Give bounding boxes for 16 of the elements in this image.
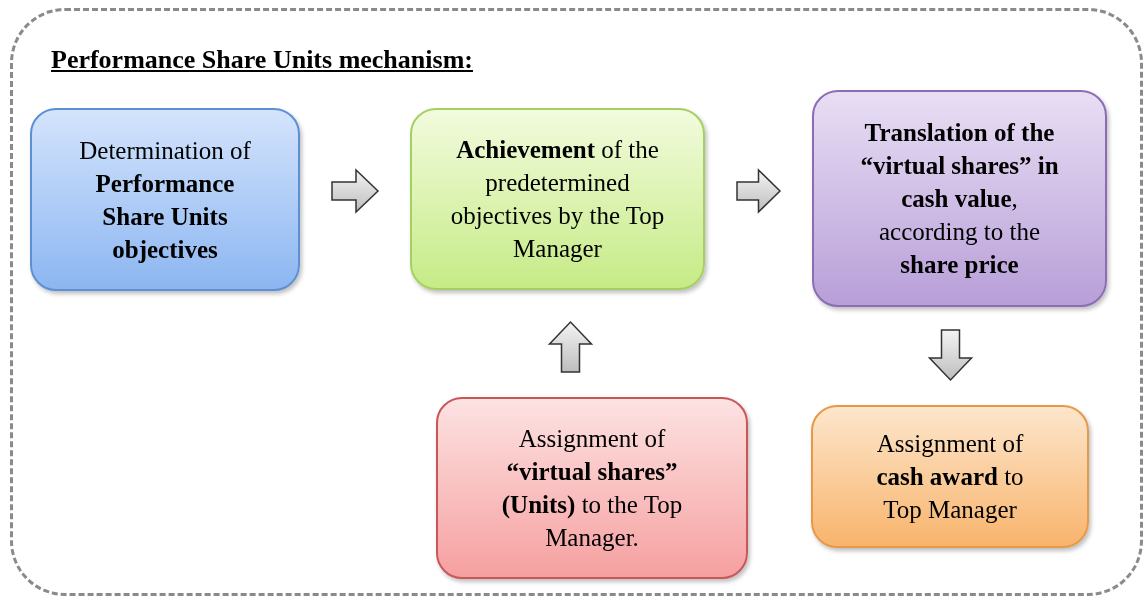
block-arrow — [547, 320, 594, 373]
box-text: Assignment of cash award to Top Manager — [875, 429, 1025, 525]
block-arrow — [736, 168, 782, 214]
diagram-title: Performance Share Units mechanism: — [51, 45, 473, 75]
process-box — [812, 90, 1107, 307]
process-box — [30, 108, 300, 291]
process-box — [436, 397, 748, 579]
box-text: Determination of Performance Share Units objectives — [78, 135, 252, 265]
dashed-frame — [10, 8, 1143, 596]
process-box — [811, 405, 1089, 548]
box-text: Assignment of “virtual shares” (Units) to the Top Manager. — [500, 424, 684, 553]
box-text: Translation of the “virtual shares” in cash value, according to the share price — [859, 118, 1060, 280]
block-arrow — [331, 168, 380, 214]
process-box — [410, 108, 705, 290]
block-arrow — [927, 329, 974, 382]
box-text: Achievement of the predetermined objectives by the Top Manager — [449, 135, 666, 264]
